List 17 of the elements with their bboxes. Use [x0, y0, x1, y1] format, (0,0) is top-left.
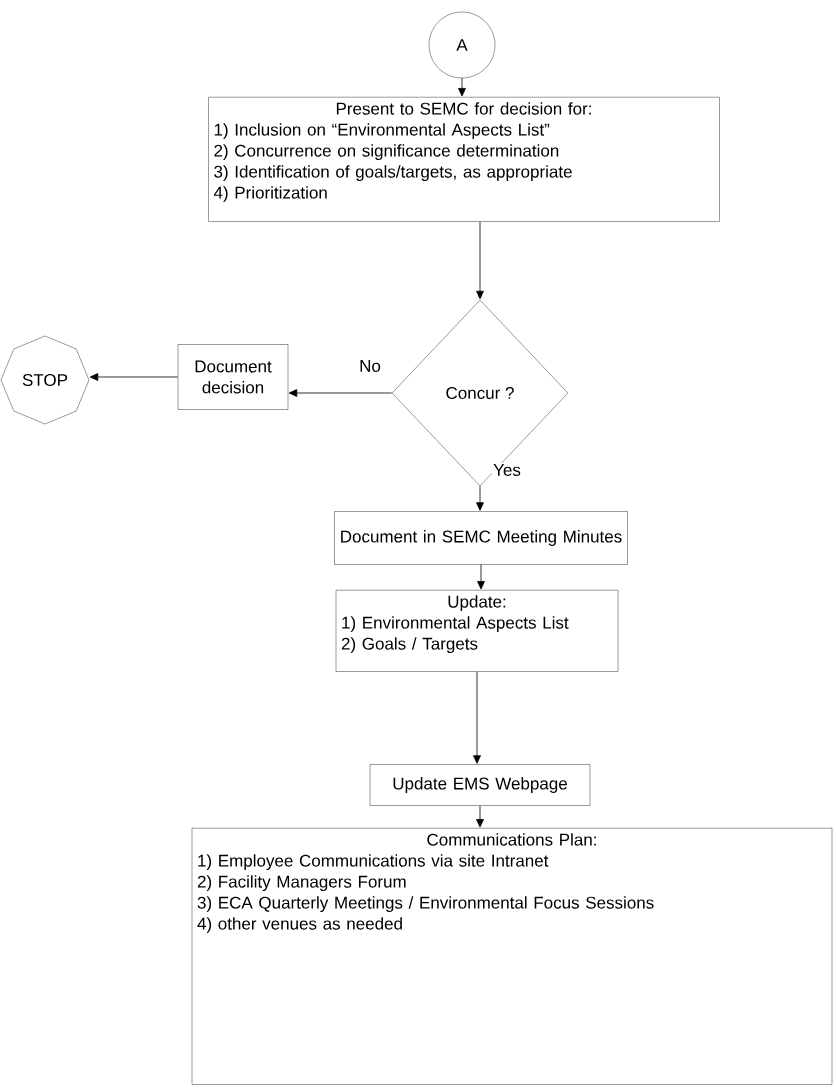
arrow: [288, 389, 393, 397]
arrow: [89, 373, 179, 381]
stop-octagon: STOP: [0, 335, 90, 425]
arrow: [476, 485, 484, 511]
arrow: [458, 77, 466, 97]
edge-label: Yes: [492, 463, 522, 477]
edge-label: No: [358, 359, 382, 373]
process-box: Update: 1) Environmental Aspects List 2) Goals / Targets: [335, 590, 619, 672]
process-box: Present to SEMC for decision for: 1) Inclusion on “Environmental Aspects List” 2) Concurrence on significance determination 3) Identification of goals/targets, as appropriate 4) Prioritization: [208, 97, 720, 222]
process-box: Update EMS Webpage: [369, 764, 591, 806]
arrow: [476, 805, 484, 828]
process-box: Document in SEMC Meeting Minutes: [334, 511, 628, 565]
process-box: Document decision: [177, 344, 289, 410]
arrow: [476, 221, 484, 300]
arrow: [473, 671, 481, 764]
process-box: Communications Plan: 1) Employee Communications via site Intranet 2) Facility Managers Forum 3) ECA Quarterly Meetings / Environmental Focus Sessions 4) other venues as needed: [191, 828, 833, 1085]
arrow: [477, 564, 485, 590]
